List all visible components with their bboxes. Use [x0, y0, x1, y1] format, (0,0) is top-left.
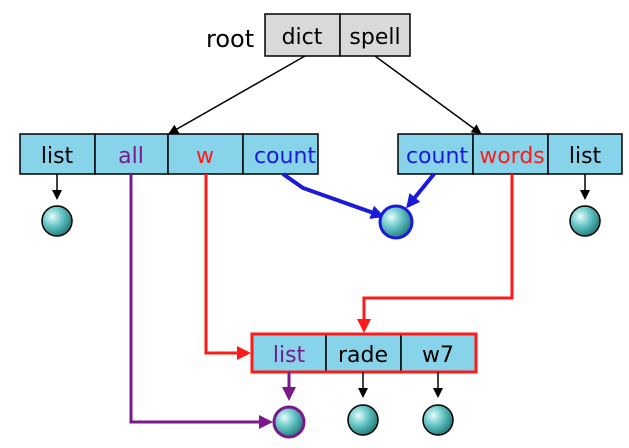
root-cell-spell-text: spell: [349, 25, 400, 50]
left-cell-list-text: list: [41, 144, 74, 169]
edge-left-w-to-bottom: [204, 174, 251, 360]
bottom-node-highlight: [250, 332, 478, 374]
right-cell-count-text: count: [406, 144, 468, 169]
edge-right-count-to-shared: [406, 172, 436, 209]
right-cell-count: [397, 133, 474, 175]
ball-bottom-rade: [347, 404, 379, 436]
left-cell-w-text: w: [196, 144, 214, 169]
edge-right-words-to-bottom: [357, 174, 514, 333]
root-node: root dict spell: [206, 13, 411, 57]
left-cell-count: [242, 133, 319, 175]
ball-bottom-list: [272, 405, 306, 439]
bottom-cell-w7: [400, 333, 477, 373]
right-cell-words-text: words: [479, 144, 545, 169]
bottom-cell-rade-text: rade: [338, 343, 388, 368]
edge-root-right: [374, 55, 482, 135]
edge-left-count-to-shared: [281, 172, 385, 219]
right-node: count words list: [397, 133, 623, 175]
root-cell-spell: [339, 13, 411, 57]
bottom-cell-w7-text: w7: [422, 343, 454, 368]
ball-shared-count: [378, 204, 414, 240]
left-cell-count-text: count: [254, 144, 316, 169]
right-cell-list-text: list: [569, 144, 602, 169]
left-cell-all-text: all: [118, 144, 144, 169]
bottom-node: list rade w7: [250, 332, 478, 374]
edge-left-all-to-ball: [129, 174, 273, 429]
ball-left-list: [41, 205, 73, 237]
ball-bottom-w7: [422, 404, 454, 436]
right-cell-words: [472, 133, 549, 175]
left-node: list all w count: [19, 133, 319, 175]
root-cell-dict-text: dict: [282, 25, 323, 50]
bottom-cell-list-text: list: [273, 343, 306, 368]
root-cell-dict: [264, 13, 341, 57]
root-label: root: [206, 25, 254, 53]
ball-right-list: [569, 205, 601, 237]
edge-root-left: [168, 55, 306, 134]
